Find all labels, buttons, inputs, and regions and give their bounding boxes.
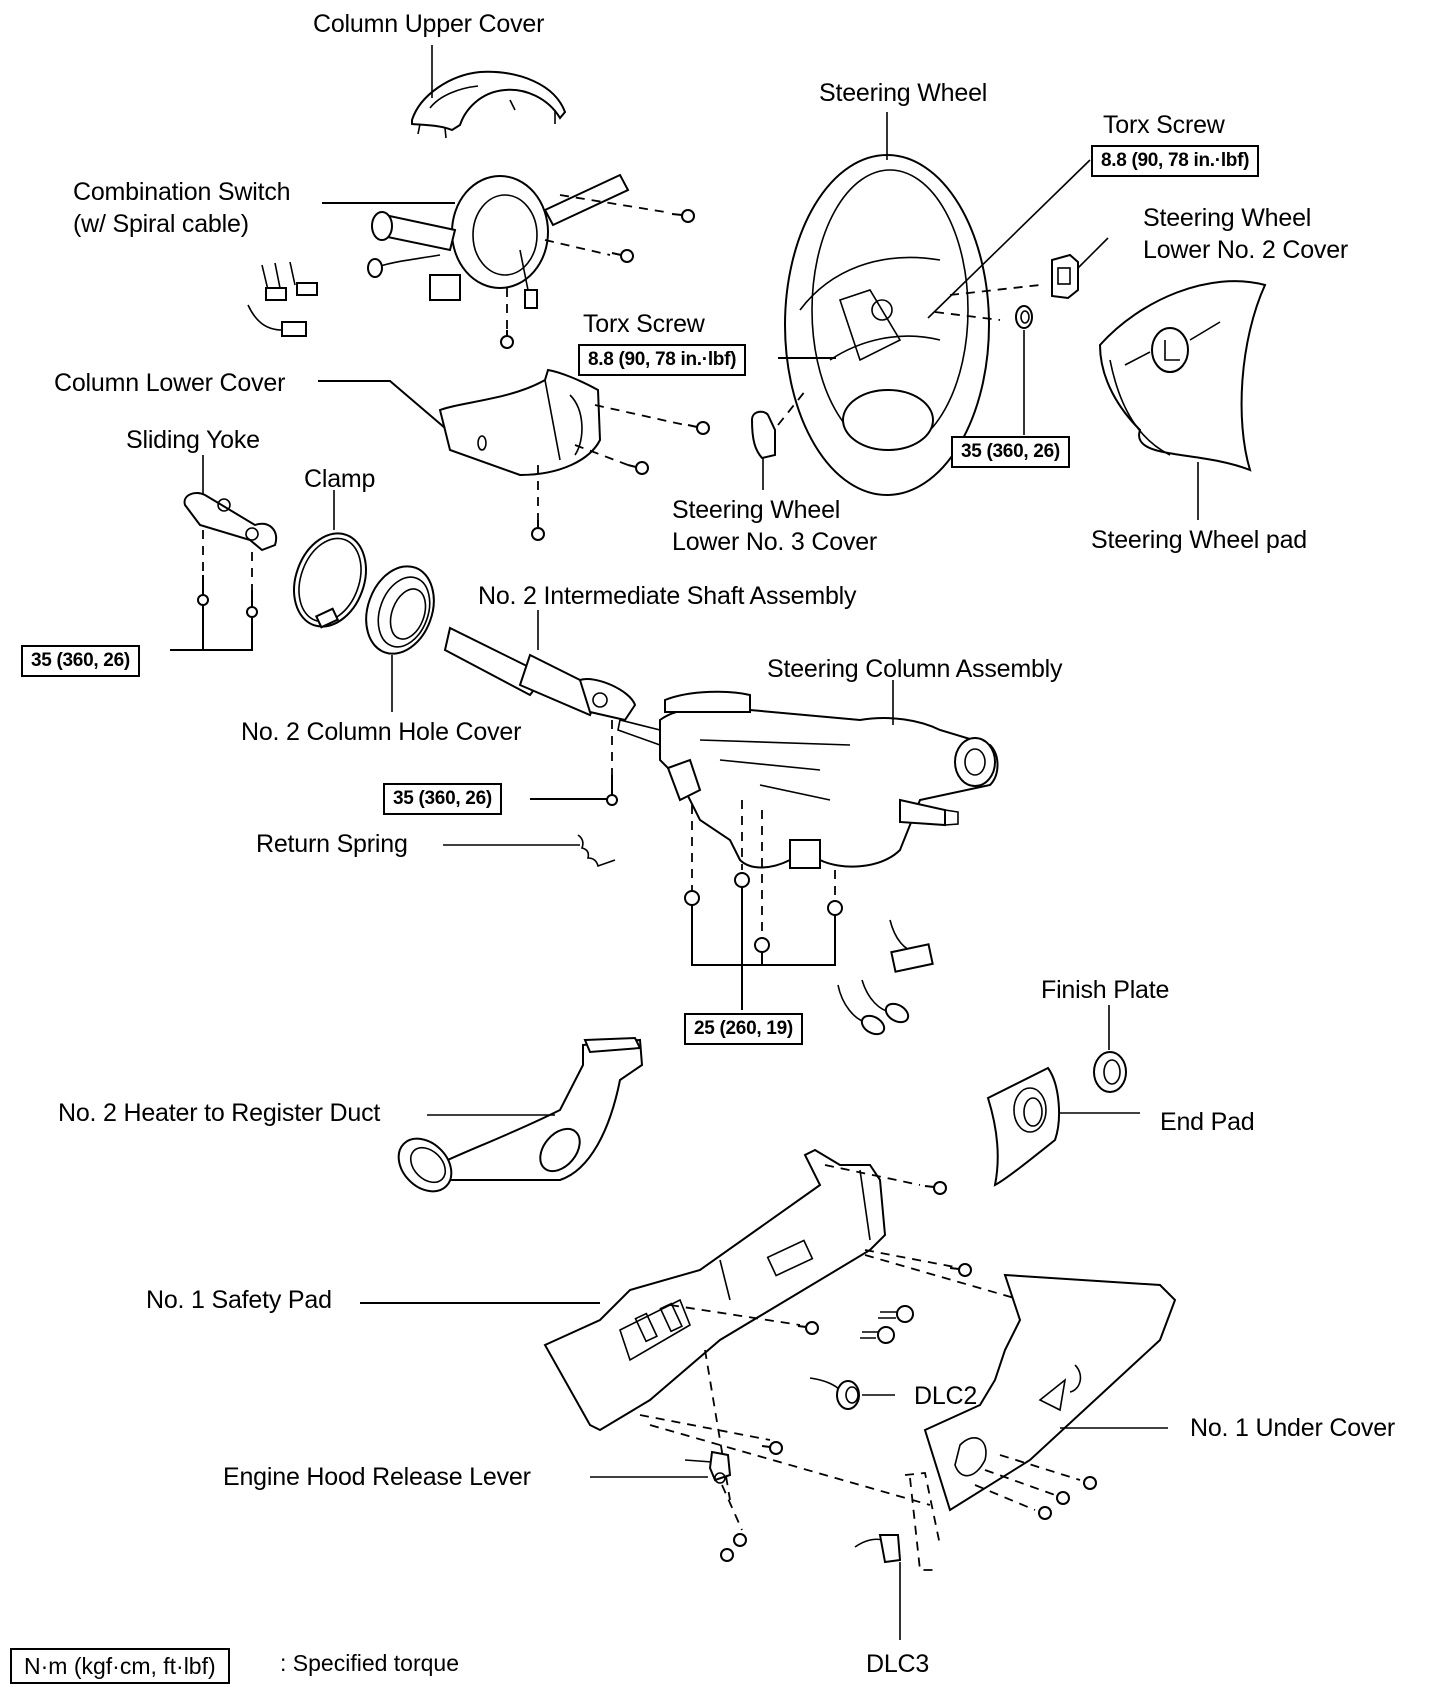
label-lower-no3-cover-2: Lower No. 3 Cover bbox=[672, 528, 878, 556]
nut-icon bbox=[734, 872, 750, 888]
column-upper-cover-part bbox=[411, 70, 567, 139]
screw-icon bbox=[500, 330, 514, 349]
torque-box-intermediate-shaft: 35 (360, 26) bbox=[383, 783, 502, 815]
screw-icon bbox=[924, 1181, 947, 1195]
safety-pad-part bbox=[543, 1148, 887, 1432]
under-cover-part bbox=[923, 1273, 1177, 1512]
leader-torx-upper bbox=[927, 159, 1091, 319]
hood-release-lever-part bbox=[684, 1450, 732, 1484]
screw-icon bbox=[720, 1548, 734, 1562]
column-hole-cover-part bbox=[365, 565, 435, 655]
label-lower-no2-cover-1: Steering Wheel bbox=[1143, 204, 1312, 232]
return-spring-part bbox=[577, 834, 616, 868]
screw-icon bbox=[671, 209, 695, 223]
nut-icon bbox=[827, 900, 843, 916]
legend-description: : Specified torque bbox=[280, 1650, 460, 1676]
leader-column-nuts-torque bbox=[691, 887, 836, 1010]
label-hood-release-lever: Engine Hood Release Lever bbox=[223, 1463, 531, 1491]
bolt-icon bbox=[606, 775, 618, 806]
torque-box-column-nuts: 25 (260, 19) bbox=[684, 1013, 803, 1045]
label-heater-duct: No. 2 Heater to Register Duct bbox=[58, 1099, 381, 1127]
label-lower-no2-cover-2: Lower No. 2 Cover bbox=[1143, 236, 1349, 264]
screw-icon bbox=[1038, 1506, 1052, 1520]
column-lower-cover-part bbox=[438, 368, 602, 477]
bolt-icon bbox=[197, 575, 209, 606]
screw-icon bbox=[949, 1263, 972, 1277]
label-column-lower-cover: Column Lower Cover bbox=[54, 369, 286, 397]
leader-lower-no2-cover bbox=[1077, 237, 1109, 269]
label-column-upper-cover: Column Upper Cover bbox=[313, 10, 545, 38]
label-finish-plate: Finish Plate bbox=[1041, 976, 1170, 1004]
label-safety-pad: No. 1 Safety Pad bbox=[146, 1286, 332, 1314]
clamp-part bbox=[293, 532, 367, 629]
end-pad-part bbox=[986, 1066, 1060, 1187]
nut-icon bbox=[754, 937, 770, 953]
heater-duct-part bbox=[397, 1036, 644, 1193]
nut-icon bbox=[1015, 305, 1033, 329]
finish-plate-part bbox=[1093, 1051, 1127, 1093]
screw-icon bbox=[687, 421, 710, 435]
torque-box-torx-upper: 8.8 (90, 78 in.·lbf) bbox=[1091, 145, 1260, 177]
torque-box-sliding-yoke: 35 (360, 26) bbox=[21, 645, 140, 677]
connector-part bbox=[837, 919, 934, 1036]
intermediate-shaft-part bbox=[443, 626, 637, 722]
label-column-hole-cover: No. 2 Column Hole Cover bbox=[241, 718, 522, 746]
label-dlc2: DLC2 bbox=[914, 1382, 978, 1410]
screw-icon bbox=[733, 1533, 747, 1547]
label-torx-screw-upper: Torx Screw bbox=[1103, 111, 1225, 139]
screw-icon bbox=[1083, 1476, 1097, 1490]
screw-icon bbox=[761, 1441, 783, 1455]
label-clamp: Clamp bbox=[304, 465, 376, 493]
label-return-spring: Return Spring bbox=[256, 830, 408, 858]
steering-wheel-part bbox=[784, 154, 990, 496]
steering-column-assembly-part bbox=[617, 690, 999, 869]
label-steering-wheel: Steering Wheel bbox=[819, 79, 988, 107]
dlc2-part bbox=[809, 1377, 860, 1410]
leader-sliding-yoke-torque bbox=[170, 605, 253, 651]
legend-unit-box: N·m (kgf·cm, ft·lbf) bbox=[10, 1648, 230, 1684]
dlc3-frame bbox=[904, 1472, 941, 1571]
sliding-yoke-part bbox=[183, 492, 278, 552]
screw-icon bbox=[611, 249, 634, 263]
label-torx-screw-lower: Torx Screw bbox=[583, 310, 705, 338]
combination-switch-part bbox=[367, 173, 630, 309]
screw-icon bbox=[797, 1321, 819, 1335]
torque-box-torx-lower: 8.8 (90, 78 in.·lbf) bbox=[578, 344, 747, 376]
label-combination-switch: Combination Switch bbox=[73, 178, 291, 206]
screw-icon bbox=[627, 461, 649, 475]
label-dlc3: DLC3 bbox=[866, 1650, 930, 1678]
torque-box-wheel-nut: 35 (360, 26) bbox=[951, 436, 1070, 468]
label-sliding-yoke: Sliding Yoke bbox=[126, 426, 260, 454]
screw-icon bbox=[1056, 1491, 1070, 1505]
dlc3-part bbox=[854, 1534, 902, 1564]
screw-icon bbox=[531, 520, 545, 541]
label-combination-switch-sub: (w/ Spiral cable) bbox=[73, 210, 249, 238]
label-end-pad: End Pad bbox=[1160, 1108, 1255, 1136]
connector-part bbox=[860, 1305, 914, 1344]
label-under-cover: No. 1 Under Cover bbox=[1190, 1414, 1396, 1442]
label-steering-column-assembly: Steering Column Assembly bbox=[767, 655, 1063, 683]
label-steering-wheel-pad: Steering Wheel pad bbox=[1091, 526, 1307, 554]
label-intermediate-shaft: No. 2 Intermediate Shaft Assembly bbox=[478, 582, 857, 610]
steering-wheel-lower-no2-cover-part bbox=[1051, 253, 1079, 300]
steering-wheel-pad-part bbox=[1098, 280, 1267, 472]
connector-part bbox=[247, 261, 318, 337]
bolt-icon bbox=[246, 590, 258, 618]
nut-icon bbox=[684, 890, 700, 906]
leader-column-lower-cover bbox=[318, 380, 446, 429]
steering-wheel-lower-no3-cover-part bbox=[750, 410, 776, 460]
label-lower-no3-cover-1: Steering Wheel bbox=[672, 496, 841, 524]
